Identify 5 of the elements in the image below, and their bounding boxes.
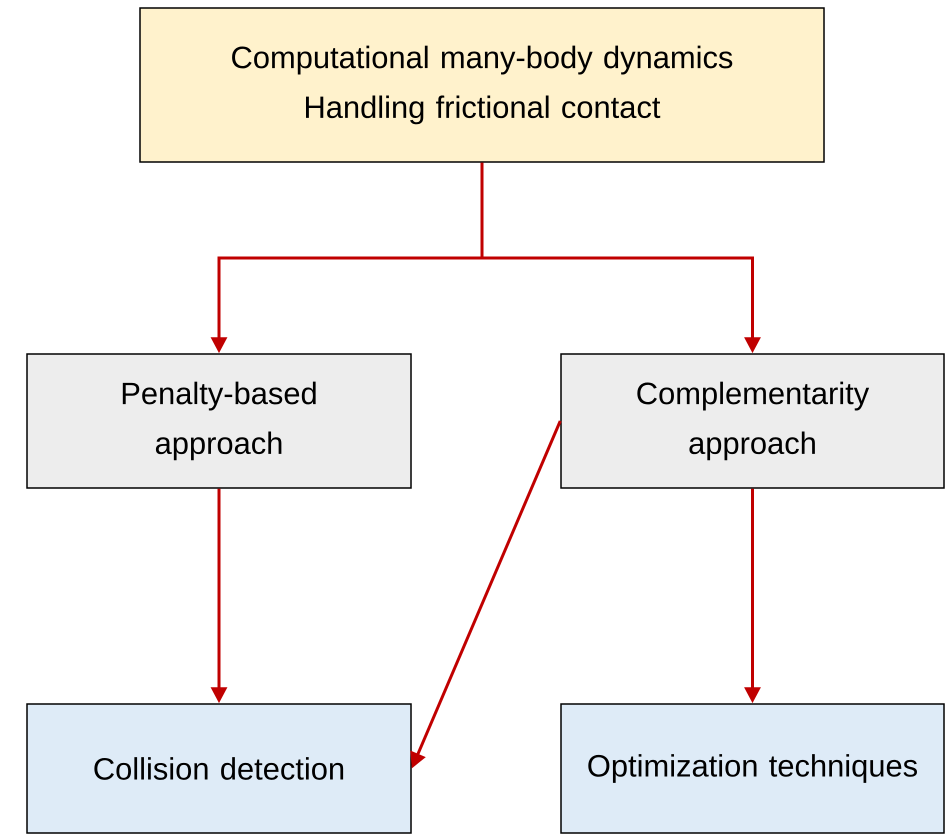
title-box: Computational many-body dynamics Handling frictional contact — [139, 7, 825, 163]
process-box: Complementarity approach — [560, 353, 945, 489]
process-box: Penalty-based approach — [26, 353, 412, 489]
result-box: Optimization techniques — [560, 703, 945, 834]
result-box: Collision detection — [26, 703, 412, 834]
